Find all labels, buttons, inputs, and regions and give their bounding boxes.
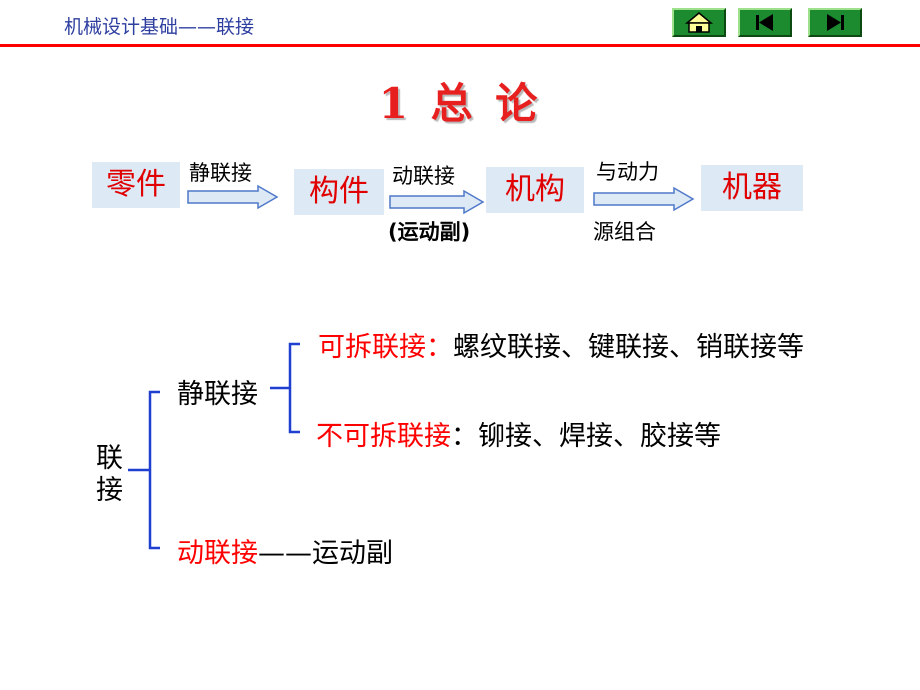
page-title: 1 总 论 — [378, 79, 542, 128]
power-combo-label-bottom: 源组合 — [593, 220, 656, 244]
dynamic-items: ——运动副 — [258, 538, 393, 569]
power-combo-label-top: 与动力 — [596, 160, 659, 184]
box-component: 构件 — [294, 169, 384, 215]
box-machine: 机器 — [701, 165, 803, 211]
static-connection-label: 静联接 — [189, 161, 252, 185]
detachable-row: 可拆联接：螺纹联接、键联接、销联接等 — [318, 325, 804, 364]
dynamic-connection-node: 动联接 — [177, 538, 258, 569]
tree-root-char-2: 接 — [96, 475, 123, 506]
skip-first-icon — [756, 14, 773, 31]
arrow-3 — [593, 186, 695, 212]
last-page-button[interactable] — [808, 8, 862, 37]
arrow-1 — [187, 184, 279, 210]
header-divider — [0, 44, 920, 47]
home-button[interactable] — [672, 8, 726, 37]
box-part: 零件 — [92, 162, 180, 208]
detachable-items: 螺纹联接、键联接、销联接等 — [453, 332, 804, 363]
dynamic-row: 动联接——运动副 — [177, 531, 393, 570]
box-mechanism: 机构 — [486, 167, 584, 213]
first-page-button[interactable] — [738, 8, 792, 37]
header-title: 机械设计基础——联接 — [64, 16, 255, 38]
arrow-2 — [389, 189, 485, 215]
non-detachable-label: 不可拆联接 — [316, 421, 451, 452]
dynamic-connection-label: 动联接 — [392, 164, 455, 188]
static-connection-node: 静联接 — [177, 379, 258, 410]
detachable-label: 可拆联接： — [318, 332, 453, 363]
skip-last-icon — [827, 14, 844, 31]
non-detachable-row: 不可拆联接：铆接、焊接、胶接等 — [316, 414, 721, 453]
kinematic-pair-label: (运动副) — [388, 220, 471, 244]
tree-root-char-1: 联 — [96, 443, 123, 474]
home-icon — [684, 12, 714, 33]
non-detachable-items: ：铆接、焊接、胶接等 — [451, 421, 721, 452]
